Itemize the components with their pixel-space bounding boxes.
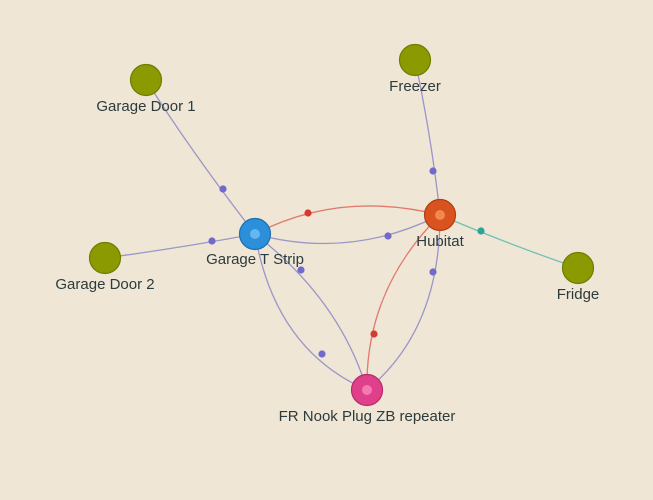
edge-garage-t-strip-to-fr-nook-plug — [254, 233, 368, 391]
node-label: Garage Door 1 — [96, 98, 195, 115]
edge-marker — [429, 167, 437, 175]
edge-marker — [384, 232, 392, 240]
edge-freezer-to-hubitat — [414, 59, 441, 216]
edge-marker — [318, 350, 326, 358]
node-label: FR Nook Plug ZB repeater — [279, 408, 456, 425]
node-hubitat[interactable]: Hubitat — [416, 198, 465, 251]
node-label: Fridge — [557, 286, 600, 303]
edge-hubitat-to-garage-t-strip — [254, 214, 441, 245]
edge-marker — [219, 185, 227, 193]
repeater-node-core — [362, 385, 372, 395]
edge-fridge-to-hubitat — [439, 214, 579, 269]
edge-marker — [304, 209, 312, 217]
edge-fr-nook-plug-to-hubitat — [366, 214, 441, 391]
node-label: Garage Door 2 — [55, 276, 154, 293]
edge-garage-door-2-to-garage-t-strip — [104, 233, 256, 259]
node-freezer[interactable]: Freezer — [389, 43, 441, 96]
edge-marker — [477, 227, 485, 235]
device-node-icon — [88, 241, 122, 275]
node-fridge[interactable]: Fridge — [557, 251, 600, 304]
edges-layer — [104, 59, 579, 391]
edge-marker — [370, 330, 378, 338]
edge-fr-nook-plug-to-garage-t-strip — [254, 233, 368, 391]
node-label: Freezer — [389, 78, 441, 95]
nodes-layer: Garage Door 1 Freezer Garage T Strip Hub… — [55, 43, 600, 426]
node-garage-door-1[interactable]: Garage Door 1 — [96, 63, 196, 116]
edge-marker — [208, 237, 216, 245]
edge-hubitat-to-fr-nook-plug — [366, 214, 441, 391]
device-node-icon — [561, 251, 595, 285]
edge-garage-door-1-to-garage-t-strip — [145, 79, 256, 235]
node-fr-nook-plug[interactable]: FR Nook Plug ZB repeater — [279, 373, 456, 426]
device-node-icon — [129, 63, 163, 97]
router-node-core — [250, 229, 260, 239]
hub-node-core — [435, 210, 445, 220]
edge-marker — [429, 268, 437, 276]
edge-garage-t-strip-to-hubitat — [254, 205, 441, 235]
device-node-icon — [398, 43, 432, 77]
edge-marker — [297, 266, 305, 274]
node-label: Garage T Strip — [206, 251, 304, 268]
node-garage-door-2[interactable]: Garage Door 2 — [55, 241, 155, 294]
node-label: Hubitat — [416, 233, 464, 250]
node-garage-t-strip[interactable]: Garage T Strip — [206, 217, 304, 269]
